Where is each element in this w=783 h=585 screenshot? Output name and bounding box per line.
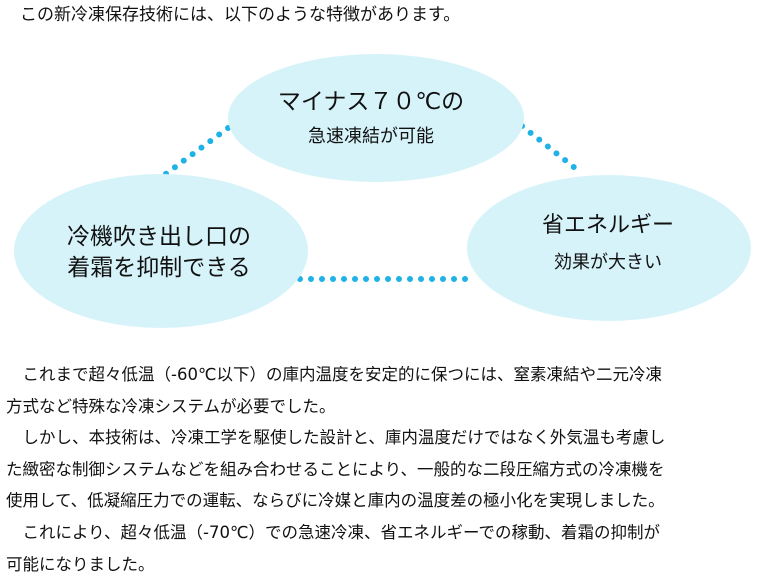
feature-ellipse-top (228, 54, 524, 182)
feature-ellipse-right (467, 175, 751, 321)
feature-right-line1: 省エネルギー (542, 213, 674, 238)
paragraph-3-line-1: これにより、超々低温（-70℃）での急速冷凍、省エネルギーでの稼動、着霜の抑制が (6, 523, 661, 542)
feature-ellipse-left (14, 174, 308, 328)
paragraph-3: これにより、超々低温（-70℃）での急速冷凍、省エネルギーでの稼動、着霜の抑制が… (6, 517, 778, 580)
feature-top-line1: マイナス７０℃の (278, 89, 464, 115)
paragraph-1: これまで超々低温（-60℃以下）の庫内温度を安定的に保つには、窒素凍結や二元冷凍… (6, 359, 778, 422)
paragraph-2: しかし、本技術は、冷凍工学を駆使した設計と、庫内温度だけではなく外気温も考慮し … (6, 422, 778, 517)
feature-top-line2: 急速凍結が可能 (308, 126, 434, 147)
paragraph-1-line-2: 方式など特殊な冷凍システムが必要でした。 (6, 396, 336, 416)
paragraph-2-line-3: 使用して、低凝縮圧力での運転、ならびに冷媒と庫内の温度差の極小化を実現しました。 (6, 491, 665, 510)
feature-left-line2: 着霜を抑制できる (67, 255, 251, 281)
feature-right-line2: 効果が大きい (554, 252, 662, 273)
features-diagram: マイナス７０℃の 急速凍結が可能 冷機吹き出し口の 着霜を抑制できる 省エネルギ… (14, 54, 751, 328)
intro-text: この新冷凍保存技術には、以下のような特徴があります。 (20, 5, 461, 25)
paragraph-2-line-1: しかし、本技術は、冷凍工学を駆使した設計と、庫内温度だけではなく外気温も考慮し (6, 428, 666, 447)
connector-top-left (160, 125, 231, 179)
paragraph-3-line-2: 可能になりました。 (6, 554, 155, 574)
feature-left-line1: 冷機吹き出し口の (67, 224, 251, 250)
connector-top-right (519, 123, 583, 175)
paragraph-2-line-2: た緻密な制御システムなどを組み合わせることにより、一般的な二段圧縮方式の冷凍機を (6, 459, 665, 479)
paragraph-1-line-1: これまで超々低温（-60℃以下）の庫内温度を安定的に保つには、窒素凍結や二元冷凍 (6, 365, 662, 384)
